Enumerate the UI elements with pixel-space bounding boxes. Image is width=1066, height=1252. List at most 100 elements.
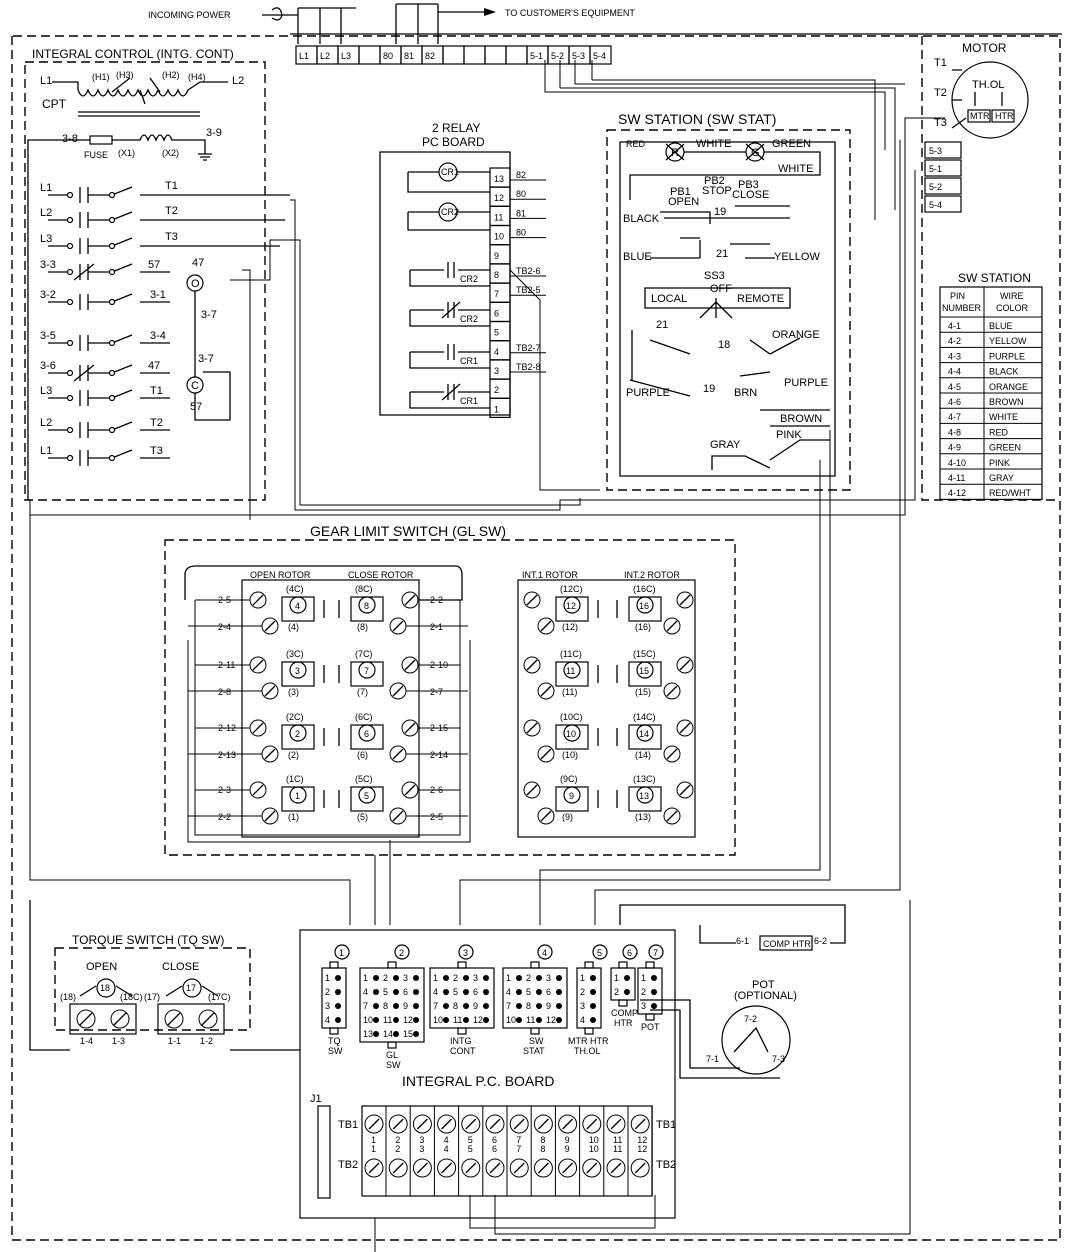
tb2-number: 9 (565, 1144, 570, 1154)
lamp-r-letter: R (671, 147, 679, 159)
tq-1-1: 1-1 (168, 1036, 181, 1046)
pin-number: 2 (325, 987, 330, 997)
pot-7-3: 7-3 (772, 1054, 785, 1064)
contact-line (48, 389, 170, 406)
contact-node (66, 369, 74, 377)
contact-node (66, 191, 74, 199)
tq-open-label: OPEN (86, 961, 117, 973)
connector-label: MTR HTR (568, 1036, 609, 1046)
pin-dot (413, 1017, 419, 1023)
pin-dot (413, 989, 419, 995)
contact-left-tag: 3-2 (40, 289, 56, 301)
pin-number: 11 (526, 1015, 535, 1025)
contact-right-tag: T3 (150, 445, 163, 457)
contact-line (48, 263, 170, 281)
pin-number: 8 (453, 1001, 458, 1011)
tq-17c: (17C) (208, 992, 231, 1002)
pin-number: 1 (641, 973, 646, 983)
sw-table-h2b: COLOR (996, 303, 1029, 313)
gl-cell-frame (350, 724, 384, 750)
top-terminal-label: L1 (299, 51, 309, 61)
motor-icon (951, 61, 1029, 139)
motor-tags: 5-35-15-25-4 (924, 141, 962, 213)
top-terminal-label: L2 (320, 51, 330, 61)
sw-table-pin: 4-9 (948, 443, 961, 453)
fuse-x1: (X1) (118, 148, 135, 158)
relay-pin-label: 80 (516, 189, 526, 199)
int2-rotor-label: INT.2 ROTOR (624, 570, 680, 580)
gl-cell-frame (555, 724, 589, 750)
connector-number-badge (458, 944, 474, 960)
sw-table-color: BLUE (989, 321, 1013, 331)
gl-cell-bottom: (1) (288, 812, 299, 822)
relay-pin-number: 8 (494, 270, 499, 280)
pin-dot (443, 989, 449, 995)
tb2-number: 12 (637, 1144, 647, 1154)
gl-cell-bottom: (11) (562, 687, 577, 697)
fuse-x2: (X2) (162, 148, 179, 158)
relay-pin-label: TB2-7 (516, 343, 541, 353)
contact-node (108, 454, 116, 462)
coil-close: C 3-7 57 (186, 353, 214, 413)
j1-connector (317, 1105, 331, 1199)
relay-pin (489, 282, 511, 303)
sw-table-color: GREEN (989, 443, 1021, 453)
contact-right-tag: 3-1 (150, 289, 166, 301)
connector-label: INTG (450, 1036, 472, 1046)
sw-table-pin: 4-2 (948, 336, 961, 346)
pin-number: 8 (526, 1001, 531, 1011)
coil-o-letter: O (191, 278, 200, 290)
connector-label: COMP (611, 1008, 638, 1018)
sw-station-title: SW STATION (SW STAT) (618, 111, 776, 127)
pin-number: 2 (614, 987, 619, 997)
top-terminal-label: 82 (425, 51, 435, 61)
gl-cell-number: 11 (566, 666, 575, 676)
tap-h1: (H1) (92, 72, 110, 82)
pin-dot (373, 1017, 379, 1023)
gl-cell-top: (10C) (560, 712, 583, 722)
top-terminal-label: 5-4 (593, 51, 606, 61)
relay-pin-label: TB2-6 (516, 266, 541, 276)
gl-cell-top: (15C) (633, 649, 656, 659)
relay-pin-number: 13 (494, 174, 504, 184)
int1-rotor-label: INT.1 ROTOR (522, 570, 578, 580)
contact-left-tag: 3-5 (40, 330, 56, 342)
motor-tag-box (924, 141, 962, 159)
pot-7-1: 7-1 (706, 1054, 719, 1064)
connector-number: 6 (627, 948, 632, 958)
relay-pin-label: 80 (516, 228, 526, 238)
gl-cell-number: 10 (566, 729, 576, 739)
gl-cell-top: (14C) (633, 712, 656, 722)
top-terminal (589, 45, 612, 65)
contact-right-tag: 57 (148, 259, 160, 271)
pin-dot (556, 1017, 562, 1023)
contact-right-tag: T2 (165, 205, 178, 217)
pin-number: 4 (433, 987, 438, 997)
gl-cell-top: (8C) (355, 584, 373, 594)
pin-number: 1 (433, 973, 438, 983)
blue-label: BLUE (623, 251, 652, 263)
relay-pin-label: 82 (516, 170, 526, 180)
contact-node (66, 454, 74, 462)
connector-label: HTR (614, 1018, 633, 1028)
pin-dot (624, 989, 630, 995)
pin-dot (393, 1031, 399, 1037)
sw-table-pin: 4-8 (948, 427, 961, 437)
gl-cell-frame (281, 596, 315, 622)
relay-pin-number: 4 (494, 347, 499, 357)
motor-t2: T2 (934, 87, 947, 99)
coil-c-bottom: 57 (190, 401, 202, 413)
tap-h3: (H3) (116, 70, 134, 80)
gl-cell-bottom: (6) (357, 750, 368, 760)
pin-number: 10 (433, 1015, 443, 1025)
sw-table-pin: 4-7 (948, 412, 961, 422)
sw-table-color: PURPLE (989, 351, 1025, 361)
pin-number: 6 (473, 987, 478, 997)
sw-table-h1b: NUMBER (942, 303, 982, 313)
connector-number: 7 (653, 948, 658, 958)
relay-pin-number: 6 (494, 308, 499, 318)
tb2-label-right: TB2 (656, 1159, 676, 1171)
pin-number: 12 (403, 1015, 413, 1025)
tq-18: (18) (60, 992, 76, 1002)
